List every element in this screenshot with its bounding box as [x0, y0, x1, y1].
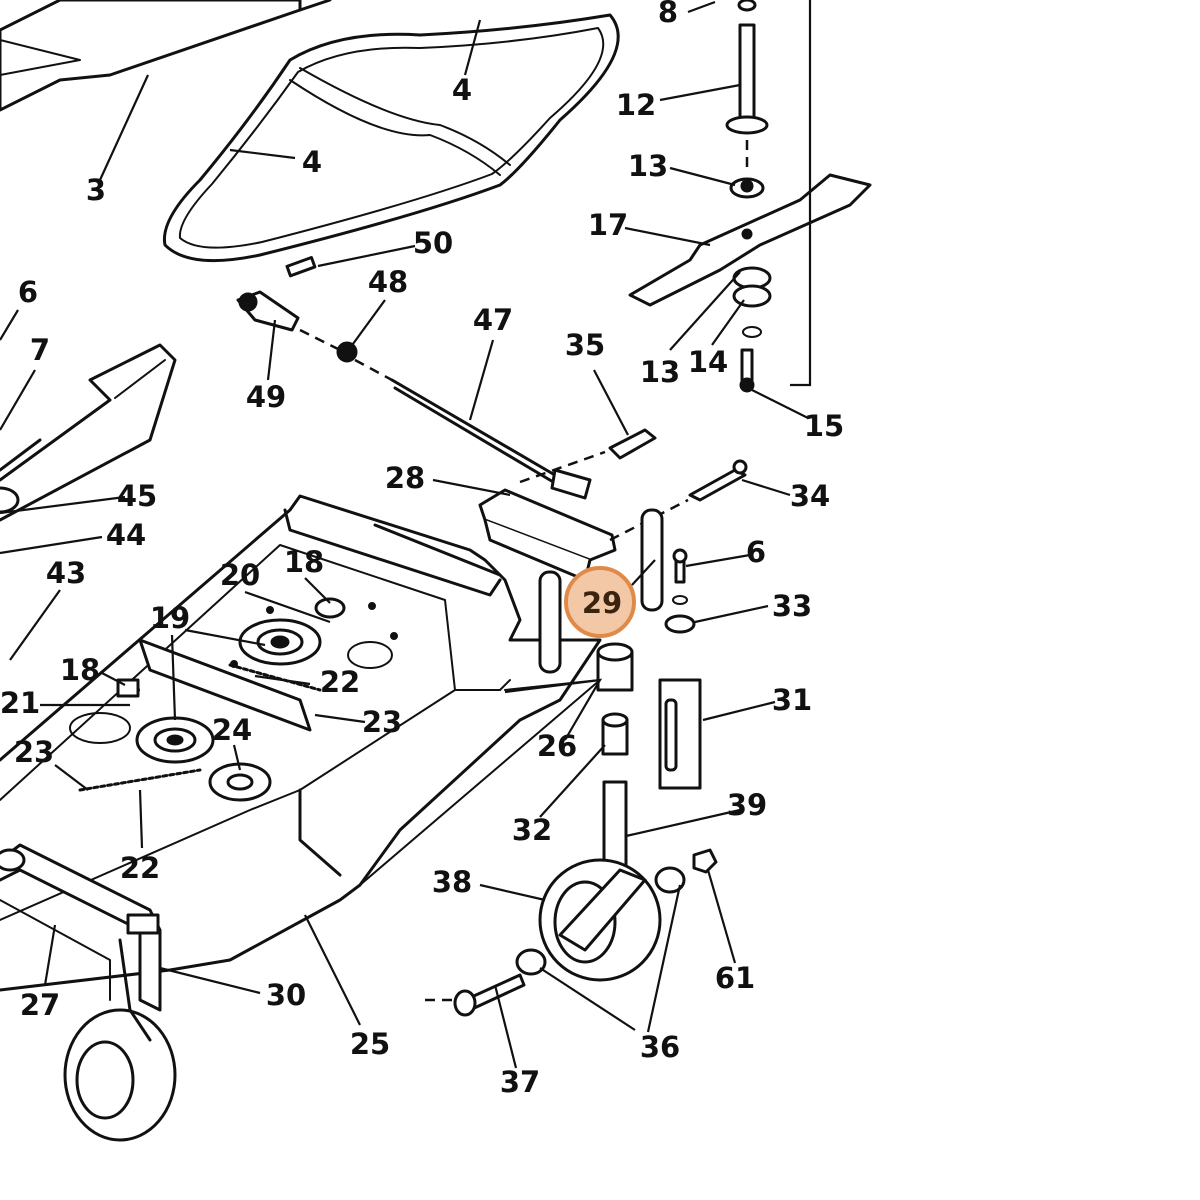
callout-21: 21: [0, 686, 40, 720]
leader-lines: [0, 0, 809, 1069]
callout-29-highlighted[interactable]: 29: [582, 586, 622, 620]
spindle-pulley-19: [238, 618, 322, 666]
lift-lever: [0, 343, 177, 522]
caster-fork-31: [658, 678, 702, 790]
washer-33: [664, 595, 696, 634]
caster-wheel-30: [63, 913, 177, 1142]
callout-43: 43: [46, 556, 86, 590]
callout-23: 23: [362, 705, 402, 739]
spindle-group-bracket: [790, 0, 812, 387]
callout-44: 44: [106, 518, 146, 552]
belt-22: [78, 663, 322, 792]
bearing-32: [601, 712, 629, 756]
callout-20: 20: [220, 558, 260, 592]
callout-34: 34: [790, 479, 830, 513]
v-belt: [162, 13, 620, 263]
bracket-28: [478, 488, 617, 582]
spacer-13: [729, 177, 765, 199]
spindle-pulley-19b: [135, 716, 215, 764]
bolt-37: [453, 973, 526, 1017]
callout-8: 8: [658, 0, 678, 29]
idler-pulley-24: [208, 762, 272, 802]
callout-39: 39: [727, 788, 767, 822]
callout-14: 14: [688, 345, 728, 379]
nut-61: [692, 848, 718, 874]
centerline: [354, 358, 393, 382]
rod-47: [390, 378, 592, 500]
link-29a: [538, 570, 562, 674]
bolt-34: [688, 459, 748, 502]
spacer-13b-14: [732, 266, 772, 338]
highlight-marker[interactable]: [564, 566, 636, 638]
callout-47: 47: [473, 303, 513, 337]
callout-31: 31: [772, 683, 812, 717]
callout-17: 17: [588, 208, 628, 242]
callout-3: 3: [86, 173, 106, 207]
callout-36: 36: [640, 1030, 680, 1064]
callout-18: 18: [284, 545, 324, 579]
callout-28: 28: [385, 461, 425, 495]
callout-15: 15: [804, 409, 844, 443]
bushing-26: [596, 642, 634, 692]
nut-48: [336, 341, 358, 363]
callout-30: 30: [266, 978, 306, 1012]
leader-29: [631, 559, 656, 586]
centerline: [299, 328, 341, 352]
callout-13: 13: [628, 149, 668, 183]
callout-22: 22: [120, 851, 160, 885]
callout-19: 19: [150, 601, 190, 635]
callout-49: 49: [246, 380, 286, 414]
callout-12: 12: [616, 88, 656, 122]
callout-13: 13: [640, 355, 680, 389]
mower-deck-25: [0, 494, 602, 992]
pin-6: [672, 548, 688, 584]
callout-7: 7: [30, 333, 50, 367]
callout-48: 48: [368, 265, 408, 299]
centerline: [519, 450, 606, 484]
callout-61: 61: [715, 961, 755, 995]
idler-20: [314, 597, 346, 619]
link-29b: [640, 508, 664, 612]
bolt-15: [739, 348, 755, 393]
callout-4: 4: [452, 73, 472, 107]
callout-27: 27: [20, 988, 60, 1022]
callout-22: 22: [320, 665, 360, 699]
callout-26: 26: [537, 729, 577, 763]
callout-25: 25: [350, 1027, 390, 1061]
pivot-49: [236, 290, 300, 332]
callout-32: 32: [512, 813, 552, 847]
callout-6: 6: [18, 275, 38, 309]
callout-24: 24: [212, 713, 252, 747]
deck-rail: [138, 523, 502, 732]
front-bracket-27: [0, 843, 162, 1012]
callout-23: 23: [14, 735, 54, 769]
callout-33: 33: [772, 589, 812, 623]
callout-50: 50: [413, 226, 453, 260]
spindle-shaft-12: [725, 0, 769, 135]
bolt-50: [285, 256, 317, 278]
callout-35: 35: [565, 328, 605, 362]
belt-guard-plate: [0, 0, 332, 112]
callout-45: 45: [117, 479, 157, 513]
callout-labels: 8 4 4 3 12 13 17 50 48 6 7 49 47 35 13 1…: [0, 0, 844, 1099]
spacer-36: [515, 866, 686, 976]
callout-6: 6: [746, 535, 766, 569]
callout-38: 38: [432, 865, 472, 899]
caster-wheel-38: [538, 858, 662, 982]
callout-18: 18: [60, 653, 100, 687]
callout-4: 4: [302, 145, 322, 179]
bolt-35: [608, 428, 657, 460]
callout-37: 37: [500, 1065, 540, 1099]
